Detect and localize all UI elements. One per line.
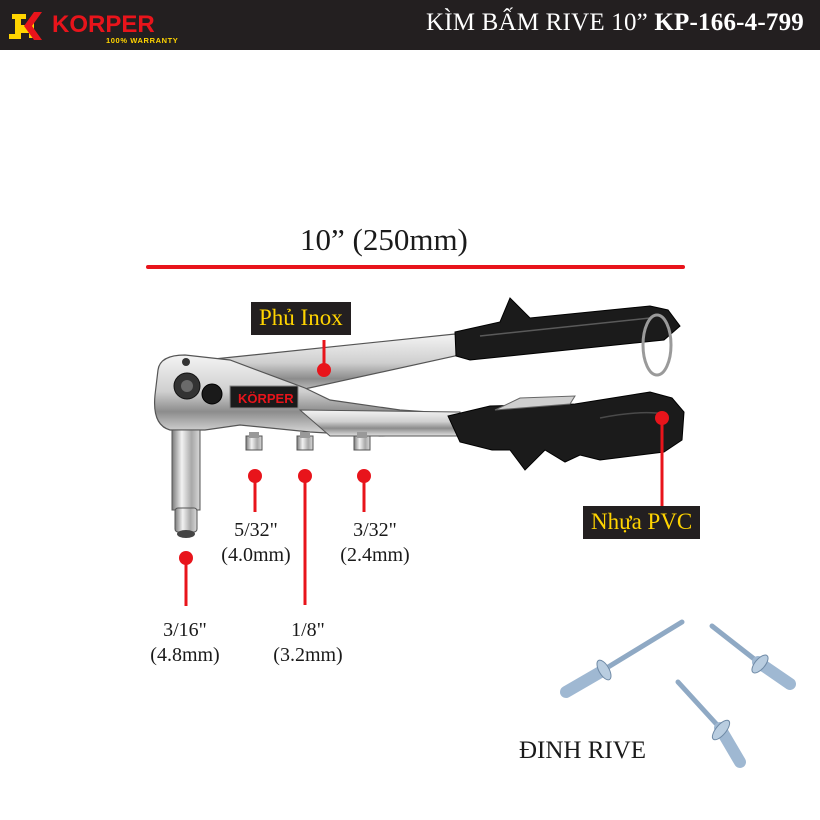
size-label-3-32: 3/32" (2.4mm) [327, 518, 423, 568]
page-title: KÌM BẤM RIVE 10” KP-166-4-799 [426, 9, 804, 37]
nose-piece [171, 429, 201, 511]
size-mm: (4.0mm) [221, 544, 291, 566]
warranty-text: 100% WARRANTY [106, 36, 178, 45]
size-inch: 3/32" [353, 519, 397, 541]
size-mm: (3.2mm) [273, 644, 343, 666]
rivet-1 [560, 619, 685, 698]
hanging-ring [641, 313, 673, 377]
size-pointer-5-32 [248, 469, 262, 512]
length-bar [146, 265, 685, 269]
pivot-screw [201, 383, 223, 405]
size-pointer-1-8 [298, 469, 312, 605]
head-logo-plate [229, 385, 299, 409]
length-label: 10” (250mm) [300, 222, 468, 257]
korper-logo: KORPER 100% WARRANTY [8, 6, 212, 46]
rivets-caption: ĐINH RIVE [519, 737, 647, 764]
brand-wordmark: KORPER [52, 11, 155, 38]
size-inch: 3/16" [163, 619, 207, 641]
spare-nozzle-1-8 [296, 432, 314, 451]
size-mm: (2.4mm) [340, 544, 410, 566]
coating-pointer [317, 340, 331, 377]
spare-nozzle-5-32 [245, 432, 263, 451]
size-mm: (4.8mm) [150, 644, 220, 666]
size-label-3-16: 3/16" (4.8mm) [137, 618, 233, 668]
rivet-2 [709, 623, 796, 690]
size-label-1-8: 1/8" (3.2mm) [260, 618, 356, 668]
wrench-emblem-icon [9, 12, 42, 40]
upper-handle [454, 297, 681, 361]
size-pointer-3-32 [357, 469, 371, 512]
size-pointer-3-16 [179, 551, 193, 606]
handle-pointer [655, 411, 669, 507]
product-code: KP-166-4-799 [654, 9, 804, 36]
svg-text:KÖRPER: KÖRPER [238, 391, 294, 406]
title-prefix: KÌM BẤM RIVE 10” [426, 9, 648, 36]
rivet-3 [675, 679, 746, 768]
header-bar: KORPER 100% WARRANTY KÌM BẤM RIVE 10” KP… [0, 0, 820, 50]
lower-handle [447, 391, 685, 471]
size-inch: 1/8" [291, 619, 325, 641]
size-inch: 5/32" [234, 519, 278, 541]
coating-tag: Phủ Inox [251, 302, 351, 335]
spare-nozzle-3-32 [353, 432, 371, 451]
handle-material-tag: Nhựa PVC [583, 506, 701, 539]
size-label-5-32: 5/32" (4.0mm) [208, 518, 304, 568]
